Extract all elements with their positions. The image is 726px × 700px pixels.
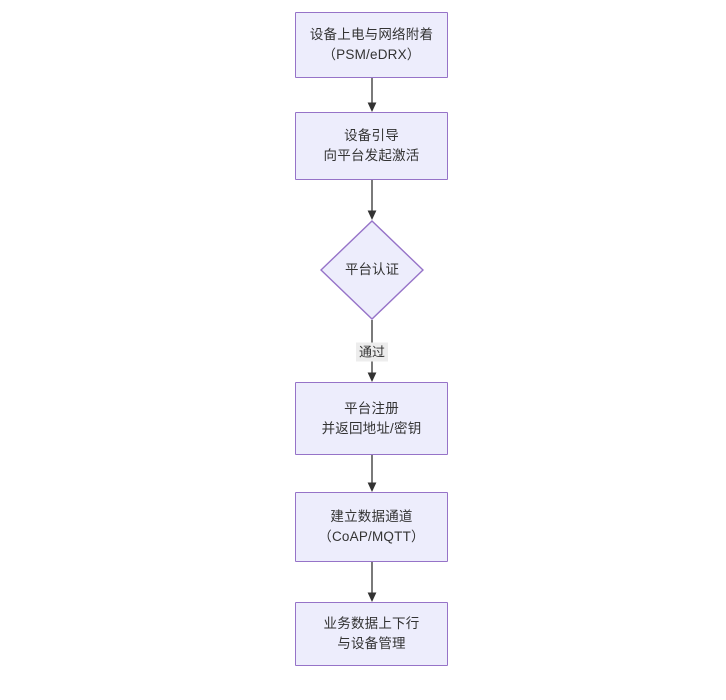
edge-bootstrap-to-platform-auth: [367, 180, 377, 220]
node-platform-auth[interactable]: 平台认证: [320, 220, 424, 320]
node-business-data[interactable]: 业务数据上下行 与设备管理: [295, 602, 448, 666]
node-business-data-line2: 与设备管理: [337, 636, 406, 651]
node-data-channel-line2: （CoAP/MQTT）: [318, 529, 425, 544]
node-platform-auth-label: 平台认证: [345, 262, 399, 277]
node-bootstrap[interactable]: 设备引导 向平台发起激活: [295, 112, 448, 180]
edge-power-on-to-bootstrap: [367, 78, 377, 112]
node-platform-register[interactable]: 平台注册 并返回地址/密钥: [295, 382, 448, 455]
node-platform-register-line2: 并返回地址/密钥: [321, 420, 422, 436]
node-data-channel[interactable]: 建立数据通道 （CoAP/MQTT）: [295, 492, 448, 562]
node-bootstrap-line2: 向平台发起激活: [323, 148, 420, 163]
node-bootstrap-line1: 设备引导: [344, 128, 399, 143]
node-power-on[interactable]: 设备上电与网络附着 （PSM/eDRX）: [295, 12, 448, 78]
node-power-on-line2: （PSM/eDRX）: [322, 47, 421, 62]
node-business-data-line1: 业务数据上下行: [323, 616, 420, 631]
node-platform-register-line1: 平台注册: [344, 400, 399, 416]
edge-data-channel-to-business-data: [367, 562, 377, 602]
node-data-channel-line1: 建立数据通道: [330, 509, 413, 524]
edge-label-pass: 通过: [355, 342, 389, 362]
edge-platform-register-to-data-channel: [367, 455, 377, 492]
node-power-on-line1: 设备上电与网络附着: [309, 27, 434, 42]
